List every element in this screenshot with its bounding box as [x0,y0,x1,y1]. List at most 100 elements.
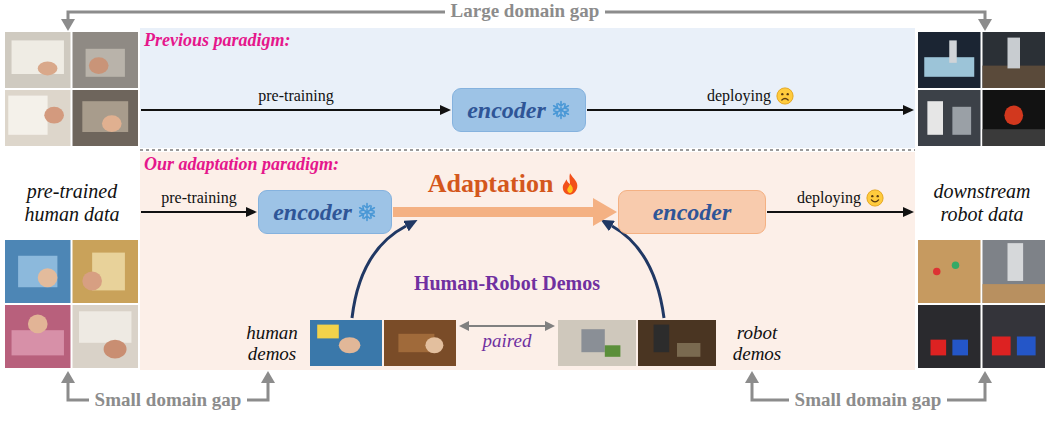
demo-arrow [352,226,406,318]
encoder-box: encoder [618,190,766,234]
arrow-head [978,371,992,383]
encoder-label: encoder [273,199,352,225]
snowflake-arm [552,103,570,117]
happy-icon [866,189,884,207]
snow-icon [357,202,377,222]
photo-detail [677,343,700,357]
photo-detail [425,337,443,353]
photo-detail [86,49,125,77]
edge-label: pre-training [258,87,334,105]
photo-thumbnail [983,32,1046,88]
photo-ground [918,90,981,146]
encoder-box: encoder [452,88,586,132]
photo-ground [983,90,1046,146]
eye [781,93,783,95]
photo-detail [931,340,947,356]
photo-detail [38,61,58,75]
photo-detail [38,268,58,287]
demo-arrow [612,226,664,318]
group-label: pre-trained human data [7,180,137,226]
encoder-label: encoder [653,199,732,225]
group-label: human demos [236,323,308,365]
arrow-head [978,19,992,31]
face [867,190,883,206]
flow-arrow [141,211,246,213]
flow-arrow [469,325,545,327]
demo-group: robot demos [556,318,794,370]
photo-ground [5,32,71,88]
photo-ground [918,240,981,303]
photo-detail [605,345,621,357]
photo-detail [8,96,47,135]
photo-thumbnail [73,240,139,303]
photo-ground [5,240,71,303]
photo-ground [73,90,139,146]
adaptation-band [140,152,915,370]
sad-icon [776,87,794,105]
domain-gap-label: Large domain gap [445,1,606,22]
photo-detail [983,66,1046,88]
photo-detail [82,101,128,132]
photo-ground [983,240,1046,303]
arrow-head [745,371,759,383]
domain-gap-label: Small domain gap [89,390,248,411]
photo-ground [983,305,1046,368]
edge-label-text: pre-training [161,189,237,207]
eye [787,93,789,95]
photo-detail [102,115,122,132]
encoder-label: encoder [467,97,546,123]
eye [877,195,879,197]
previous-band [140,28,915,148]
flow-arrow [587,109,903,111]
photo-detail [79,311,131,343]
edge-label: Adaptation [428,169,583,199]
photo-detail [339,337,361,353]
photo-detail [1008,243,1024,281]
snow-icon [551,100,571,120]
snow-icon [551,100,571,120]
photo-ground [918,305,981,368]
photo-ground [5,305,71,368]
photo-detail [82,272,102,291]
photo-thumbnail [918,305,981,368]
snowflake-stroke [358,205,376,219]
domain-gap-label: Small domain gap [789,390,948,411]
photo-thumbnail [918,90,981,146]
photo-ground [5,90,71,146]
eye [871,195,873,197]
snowflake-arm [552,103,570,117]
edge-label: deploying [707,87,794,105]
photo-ground [73,240,139,303]
edge-label: pre-training [161,189,237,207]
arrow-head [61,371,75,383]
flow-arrow [141,109,440,111]
photo-ground [73,305,139,368]
snowflake-stroke [552,103,570,117]
photo-detail [654,325,670,353]
photo-ground [638,320,716,366]
group-label: downstream robot data [921,180,1043,226]
arrow-head [261,371,275,383]
encoder-box: encoder [258,190,392,234]
adaptation-arrow [393,207,593,217]
photo-thumbnail [5,90,71,146]
photo-detail [104,340,127,359]
edge-label: paired [483,330,532,352]
photo-detail [1008,38,1021,69]
photo-detail [933,268,941,276]
photo-detail [952,340,968,356]
photo-detail [89,57,109,74]
photo-thumbnail [73,90,139,146]
face [777,88,793,104]
edge-label: deploying [797,189,884,207]
photo-thumbnail [983,305,1046,368]
photo-thumbnail [558,320,636,366]
photo-thumbnail [918,32,981,88]
edge-label-text: pre-training [258,87,334,105]
photo-detail [952,261,960,269]
photo-ground [918,32,981,88]
photo-ground [983,32,1046,88]
photo-detail [44,107,64,124]
